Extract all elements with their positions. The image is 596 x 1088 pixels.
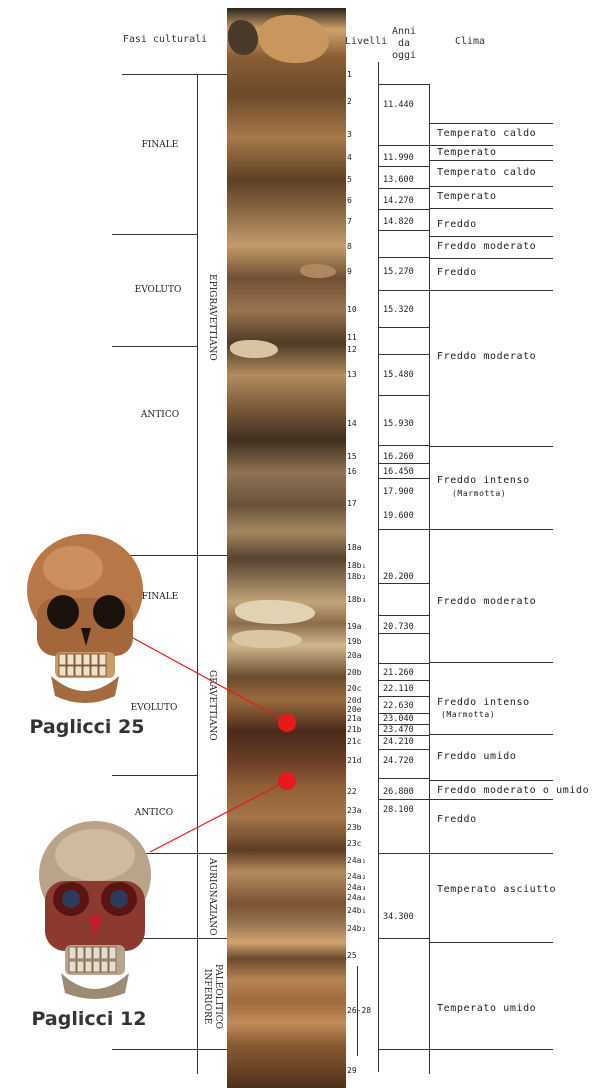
find-marker-paglicci-12 (278, 772, 296, 790)
skull-label-paglicci-25: Paglicci 25 (12, 716, 162, 738)
connector-line-paglicci-25 (133, 638, 287, 722)
find-marker-paglicci-25 (278, 714, 296, 732)
skull-paglicci-25-image (15, 528, 155, 708)
skull-paglicci-12-image (25, 815, 165, 1005)
connector-line-paglicci-12 (150, 781, 287, 852)
skull-label-paglicci-12: Paglicci 12 (14, 1008, 164, 1030)
